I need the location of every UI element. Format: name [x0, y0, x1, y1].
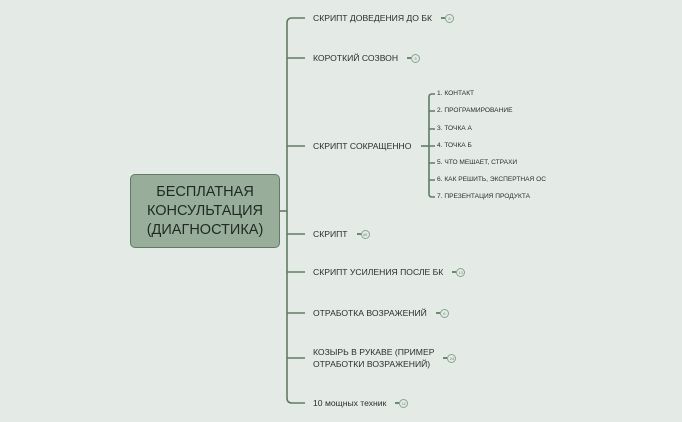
- branch-node[interactable]: КОРОТКИЙ СОЗВОН 5: [313, 52, 421, 64]
- root-node[interactable]: БЕСПЛАТНАЯ КОНСУЛЬТАЦИЯ (ДИАГНОСТИКА): [130, 174, 280, 248]
- sub-node[interactable]: 6. КАК РЕШИТЬ, ЭКСПЕРТНАЯ ОС: [437, 176, 547, 183]
- branch-node[interactable]: СКРИПТ ДОВЕДЕНИЯ ДО БК 8: [313, 12, 454, 24]
- sub-node[interactable]: 4. ТОЧКА Б: [437, 142, 472, 149]
- branch-node[interactable]: СКРИПТ 40: [313, 228, 370, 240]
- node-label: 10 мощных техник: [313, 398, 387, 408]
- node-label: СКРИПТ УСИЛЕНИЯ ПОСЛЕ БК: [313, 267, 444, 277]
- node-label: КОРОТКИЙ СОЗВОН: [313, 53, 399, 63]
- collapsed-badge[interactable]: 8: [440, 13, 454, 23]
- collapsed-badge[interactable]: 24: [443, 353, 457, 363]
- node-label: ОТРАБОТКА ВОЗРАЖЕНИЙ: [313, 308, 427, 318]
- sub-node[interactable]: 2. ПРОГРАМИРОВАНИЕ: [437, 107, 513, 114]
- main-spine: [286, 17, 305, 404]
- sub-node[interactable]: 3. ТОЧКА А: [437, 125, 472, 132]
- branch-node[interactable]: КОЗЫРЬ В РУКАВЕ (ПРИМЕР ОТРАБОТКИ ВОЗРАЖ…: [313, 346, 457, 370]
- node-label: СКРИПТ: [313, 229, 348, 239]
- branch-connectors: [287, 57, 305, 359]
- branch-node[interactable]: ОТРАБОТКА ВОЗРАЖЕНИЙ 6: [313, 307, 449, 319]
- node-label: КОЗЫРЬ В РУКАВЕ (ПРИМЕР ОТРАБОТКИ ВОЗРАЖ…: [313, 347, 435, 369]
- node-label: СКРИПТ СОКРАЩЕННО: [313, 141, 412, 151]
- branch-node[interactable]: СКРИПТ УСИЛЕНИЯ ПОСЛЕ БК 13: [313, 266, 466, 278]
- node-label: СКРИПТ ДОВЕДЕНИЯ ДО БК: [313, 13, 432, 23]
- sub-branch-connectors: [429, 110, 435, 181]
- collapsed-badge[interactable]: 5: [407, 53, 421, 63]
- branch-node[interactable]: СКРИПТ СОКРАЩЕННО: [313, 140, 411, 152]
- collapsed-badge[interactable]: 13: [452, 267, 466, 277]
- sub-node[interactable]: 7. ПРЕЗЕНТАЦИЯ ПРОДУКТА: [437, 193, 531, 200]
- collapsed-badge[interactable]: 11: [395, 398, 409, 408]
- sub-node[interactable]: 5. ЧТО МЕШАЕТ, СТРАХИ: [437, 159, 518, 166]
- collapsed-badge[interactable]: 40: [356, 229, 370, 239]
- collapsed-badge[interactable]: 6: [435, 308, 449, 318]
- sub-node[interactable]: 1. КОНТАКТ: [437, 90, 475, 97]
- branch-node[interactable]: 10 мощных техник 11: [313, 397, 409, 409]
